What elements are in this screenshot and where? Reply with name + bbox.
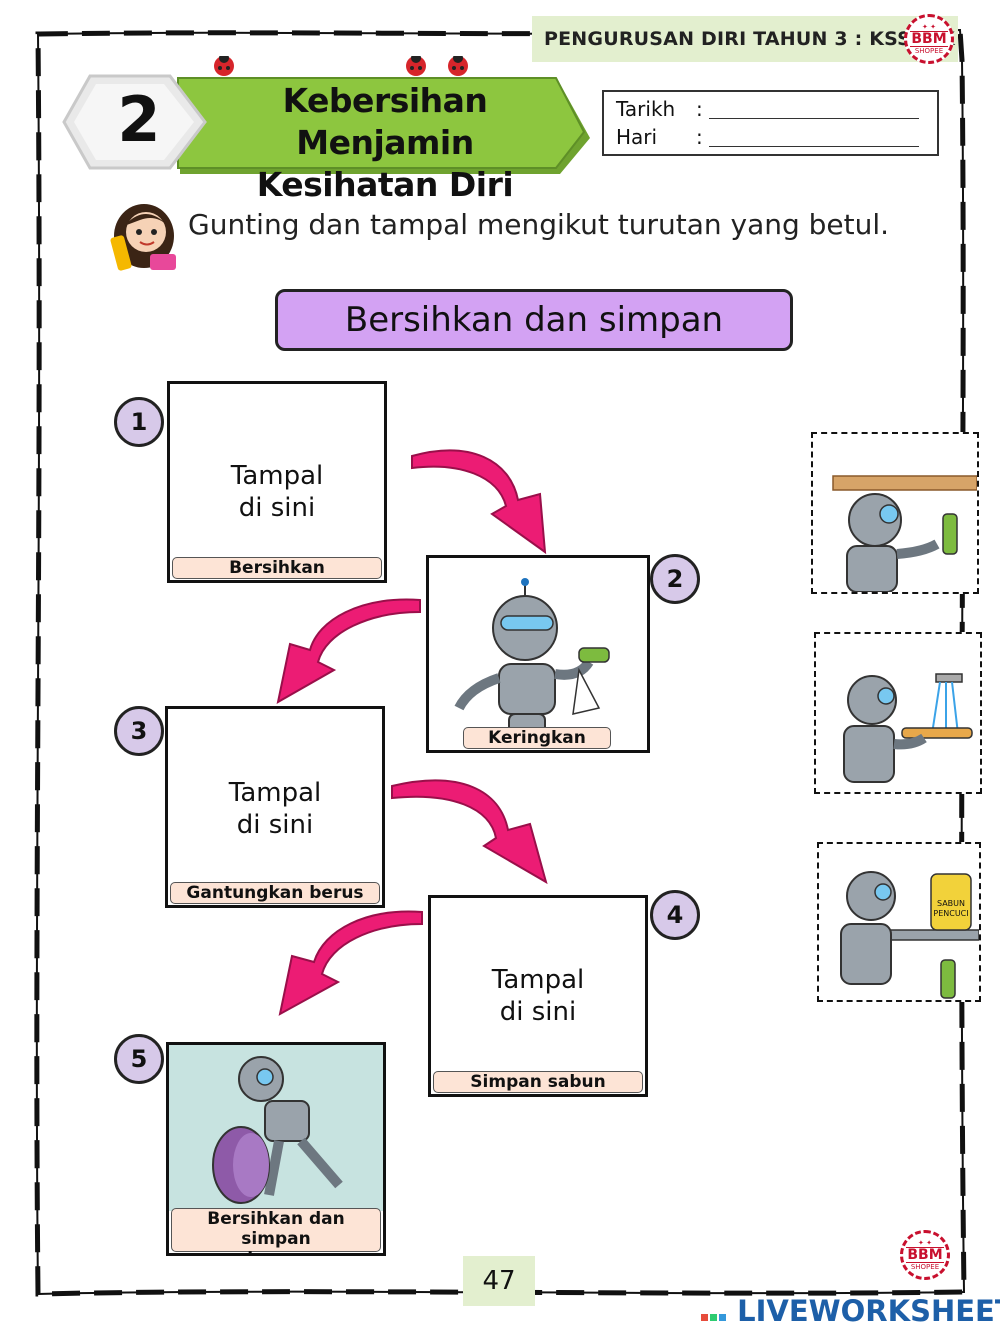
robot-storing-soap-image: SABUN PENCUCI bbox=[840, 871, 979, 999]
robot-hanging-brush-image bbox=[832, 475, 977, 592]
step-number-2: 2 bbox=[650, 554, 700, 604]
title-line-2: Kesihatan Diri bbox=[256, 165, 514, 204]
step-caption-2: Keringkan bbox=[463, 727, 611, 749]
robot-cleaning-brush-image bbox=[843, 673, 973, 783]
image-box-5: Bersihkan dan simpan besen bbox=[166, 1042, 386, 1256]
ladybug-icon bbox=[406, 56, 426, 76]
step-caption-1: Bersihkan bbox=[172, 557, 382, 579]
ladybug-icon bbox=[448, 56, 468, 76]
tarikh-label: Tarikh bbox=[616, 97, 676, 121]
soap-label-line2: PENCUCI bbox=[933, 909, 968, 918]
image-box-2: Keringkan bbox=[426, 555, 650, 753]
hari-label: Hari bbox=[616, 125, 658, 149]
date-box: Tarikh: Hari: bbox=[602, 90, 939, 156]
step-number-3: 3 bbox=[114, 706, 164, 756]
page-number: 47 bbox=[463, 1256, 535, 1306]
title-line-1: Kebersihan Menjamin bbox=[282, 81, 488, 162]
section-title: Bersihkan dan simpan bbox=[275, 289, 793, 351]
chapter-number: 2 bbox=[117, 83, 161, 156]
paste-box-3[interactable]: Tampal di sini Gantungkan berus bbox=[165, 706, 385, 908]
paste-box-4[interactable]: Tampal di sini Simpan sabun pencuci bbox=[428, 895, 648, 1097]
paste-here-label: Tampal di sini bbox=[230, 461, 324, 523]
robot-storing-basin-image bbox=[169, 1045, 383, 1211]
cut-card-hang-brush[interactable] bbox=[811, 432, 979, 594]
cut-card-clean-brush[interactable] bbox=[814, 632, 982, 794]
soap-label-line1: SABUN bbox=[937, 899, 965, 908]
robot-drying-brush-image bbox=[454, 578, 610, 735]
paste-box-1[interactable]: Tampal di sini Bersihkan bbox=[167, 381, 387, 583]
page-title: Kebersihan Menjamin Kesihatan Diri bbox=[195, 80, 575, 206]
liveworksheets-watermark: LIVEWORKSHEETS bbox=[700, 1294, 1000, 1328]
paste-here-label: Tampal di sini bbox=[491, 965, 585, 1027]
instruction-text: Gunting dan tampal mengikut turutan yang… bbox=[188, 208, 890, 241]
subject-text: PENGURUSAN DIRI TAHUN 3 : KSSRPK bbox=[544, 28, 955, 50]
step-caption-3: Gantungkan berus bbox=[170, 882, 380, 904]
step-number-5: 5 bbox=[114, 1034, 164, 1084]
subject-tag: PENGURUSAN DIRI TAHUN 3 : KSSRPK bbox=[532, 16, 958, 62]
cut-card-store-soap[interactable]: SABUN PENCUCI bbox=[817, 842, 981, 1002]
step-number-1: 1 bbox=[114, 397, 164, 447]
step-number-4: 4 bbox=[650, 890, 700, 940]
girl-pencil-icon bbox=[110, 204, 176, 271]
title-banner bbox=[62, 56, 590, 174]
tarikh-field[interactable] bbox=[709, 102, 920, 119]
hari-field[interactable] bbox=[709, 130, 920, 147]
step-caption-4: Simpan sabun pencuci bbox=[433, 1071, 643, 1094]
ladybug-icon bbox=[214, 56, 234, 76]
paste-here-label: Tampal di sini bbox=[228, 778, 322, 840]
step-caption-5: Bersihkan dan simpan besen bbox=[171, 1208, 381, 1253]
